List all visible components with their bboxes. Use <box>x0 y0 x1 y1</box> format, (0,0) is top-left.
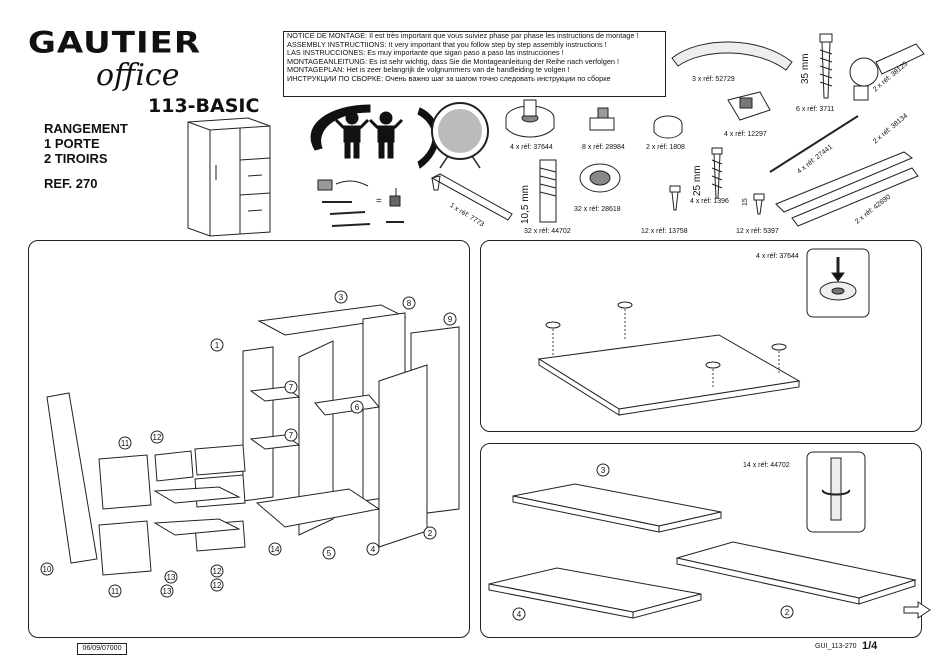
part-number: 8 <box>407 299 412 308</box>
step1-qty: 4 x réf: 37644 <box>756 253 799 260</box>
header-illustrations: = <box>187 33 925 237</box>
notice-line: MONTAGEPLAN: Het is zeer belangrijk de v… <box>287 66 570 75</box>
part-number: 2 <box>428 529 433 538</box>
page-number: 1/4 <box>862 640 878 652</box>
part-number: 7 <box>289 431 294 440</box>
footer-date-value: 06/09/07 <box>82 645 110 652</box>
hw-label: 35 mm <box>800 53 811 84</box>
product-description: RANGEMENT 1 PORTE 2 TIROIRS <box>44 121 128 166</box>
part-number: 13 <box>163 587 172 596</box>
part-number: 11 <box>111 587 120 596</box>
hw-label: 32 x réf: 28618 <box>574 206 621 213</box>
hw-label: 8 x réf: 28984 <box>582 144 625 151</box>
step2-qty: 14 x réf: 44702 <box>743 462 790 469</box>
cabinet-icon <box>187 117 271 237</box>
part-number: 13 <box>167 573 176 582</box>
desc-line: 1 PORTE <box>44 136 100 151</box>
hw-label: 4 x réf: 37644 <box>510 144 553 151</box>
foot-icon <box>505 99 555 138</box>
part-number: 6 <box>355 403 360 412</box>
hw-label: 4 x réf: 1396 <box>690 198 729 205</box>
next-arrow-icon[interactable] <box>902 600 932 620</box>
cap-icon <box>653 115 683 139</box>
handle-icon <box>671 41 793 71</box>
part-number: 12 <box>213 581 222 590</box>
step2-drawing: 3 4 2 <box>488 451 917 621</box>
part-number: 10 <box>43 565 52 574</box>
footer-date-suffix: 000 <box>109 645 122 652</box>
screw-icon <box>819 33 833 99</box>
hw-label: 15 <box>742 198 749 206</box>
part-number: 3 <box>339 293 344 302</box>
part-number: 14 <box>271 545 280 554</box>
part-number: 12 <box>153 433 162 442</box>
notice-line: MONTAGEANLEITUNG: Es ist sehr wichtig, d… <box>287 57 620 66</box>
part-number: 4 <box>371 545 376 554</box>
part-number: 11 <box>121 439 130 448</box>
tools-icon: = <box>317 179 404 227</box>
brand-line: office <box>96 58 180 93</box>
part-number: 4 <box>517 610 522 619</box>
part-number: 2 <box>785 608 790 617</box>
clock-icon <box>431 102 489 169</box>
desc-line: RANGEMENT <box>44 121 128 136</box>
notice-line: LAS INSTRUCCIONES: Es muy importante que… <box>287 49 564 58</box>
notice-line: NOTICE DE MONTAGE: Il est très important… <box>287 32 639 40</box>
step1-panel: 4 x réf: 37644 <box>480 240 922 432</box>
product-ref: REF. 270 <box>44 176 98 191</box>
two-persons-icon <box>310 104 440 169</box>
footer-code: GUI_113-270 <box>815 643 857 650</box>
notice-line: ASSEMBLY INSTRUCTIIONS: It very importan… <box>287 40 607 49</box>
hw-label: 12 x réf: 13758 <box>641 228 688 235</box>
rod-icon <box>769 115 859 173</box>
hw-label: 3 x réf: 52729 <box>692 76 735 83</box>
assembly-notice: NOTICE DE MONTAGE: Il est très important… <box>283 31 666 97</box>
hw-label: 4 x réf: 12297 <box>724 131 767 138</box>
part-number: 7 <box>289 383 294 392</box>
hw-label: 6 x réf: 3711 <box>796 106 835 113</box>
desc-line: 2 TIROIRS <box>44 151 108 166</box>
notice-line: ИНСТРУКЦИИ ПО СБОРКЕ: Очень важно шаг за… <box>287 74 611 83</box>
svg-text:=: = <box>376 196 382 207</box>
wood-screw-icon <box>711 147 723 199</box>
shelf-support-icon <box>589 107 615 131</box>
brand-logo: GAUTIER <box>28 26 202 60</box>
cam-lock-icon <box>579 163 621 193</box>
hw-label: 25 mm <box>692 165 703 196</box>
part-number: 3 <box>601 466 606 475</box>
hw-label: 10,5 mm <box>520 185 531 224</box>
small-screw-icon <box>669 185 765 215</box>
dowel-icon <box>539 159 557 223</box>
step2-panel: 14 x réf: 44702 3 4 2 <box>480 443 922 638</box>
part-number: 1 <box>215 341 220 350</box>
step1-drawing <box>537 248 870 416</box>
part-number: 9 <box>448 315 453 324</box>
hw-label: 2 x réf: 1808 <box>646 144 685 151</box>
model-name: 113-BASIC <box>148 95 260 117</box>
hinge-icon <box>849 43 925 101</box>
exploded-view-drawing: 3 8 9 1 7 7 6 2 5 4 10 11 11 12 12 12 13… <box>40 290 460 598</box>
exploded-view-panel: 3 8 9 1 7 7 6 2 5 4 10 11 11 12 12 12 13… <box>28 240 470 638</box>
footer-date: 06/09/07000 <box>77 643 127 655</box>
clip-icon <box>727 91 771 121</box>
part-number: 12 <box>213 567 222 576</box>
drawer-slide-icon <box>775 151 919 227</box>
part-number: 5 <box>327 549 332 558</box>
allen-key-icon <box>430 173 513 221</box>
hw-label: 32 x réf: 44702 <box>524 228 571 235</box>
hw-label: 12 x réf: 5397 <box>736 228 779 235</box>
